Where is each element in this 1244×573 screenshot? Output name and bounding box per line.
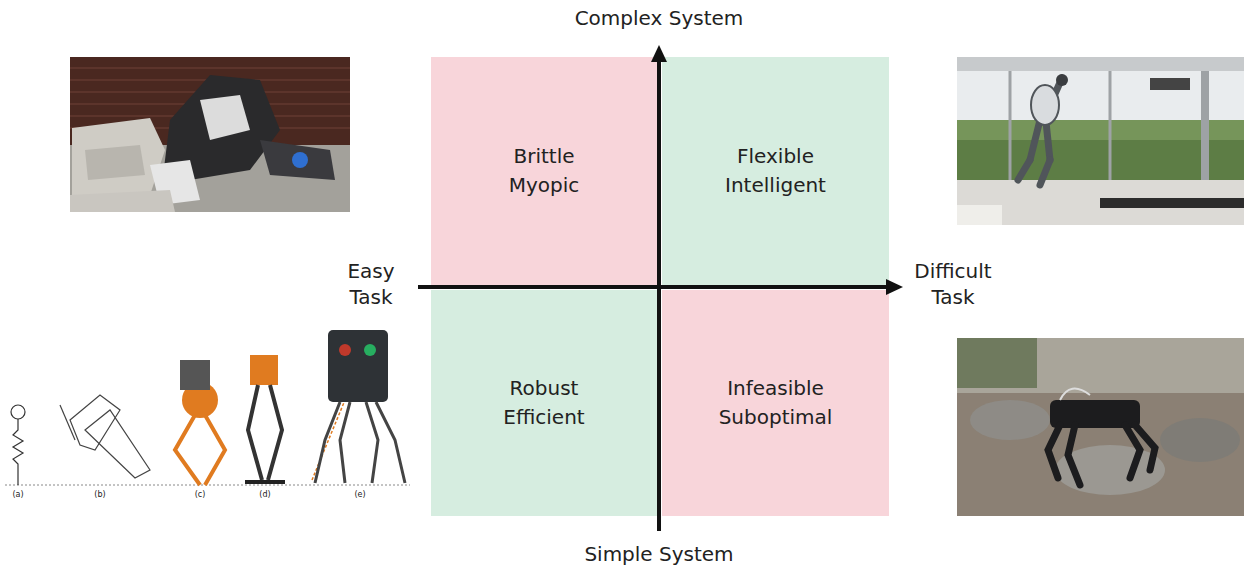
quadrant-label: Robust Efficient [503, 374, 584, 432]
quadrant-label: Flexible Intelligent [725, 142, 826, 200]
vertical-axis [657, 60, 661, 531]
figure-tag: (d) [259, 490, 270, 500]
quadrant-fill [662, 290, 889, 516]
figure-tag: (e) [354, 490, 365, 500]
quadrant-fill [662, 57, 889, 285]
quadrant-box: Brittle Myopic [431, 57, 657, 285]
axis-label: Simple System [584, 541, 733, 567]
axis-label: Complex System [575, 5, 744, 31]
jumping-humanoid-photo [957, 57, 1244, 225]
figure-tag: (c) [195, 490, 206, 500]
axis-label: Easy Task [347, 258, 394, 310]
quadrant-label: Brittle Myopic [509, 142, 580, 200]
quadrant-fill [431, 57, 657, 285]
axis-arrowhead [651, 45, 667, 62]
figure-tag: (b) [94, 490, 105, 500]
quadrant-label: Infeasible Suboptimal [719, 374, 833, 432]
leg-model-sketches [5, 330, 410, 485]
quadrant-box: Flexible Intelligent [662, 57, 889, 285]
quadrant-box: Infeasible Suboptimal [662, 290, 889, 516]
horizontal-axis [418, 285, 888, 289]
axis-arrowhead [886, 279, 903, 295]
figure-tag: (a) [12, 490, 23, 500]
fallen-robot-photo [70, 57, 350, 212]
quadruped-photo [957, 338, 1244, 516]
quadrant-box: Robust Efficient [431, 290, 657, 516]
axis-label: Difficult Task [914, 258, 991, 310]
quadrant-fill [431, 290, 657, 516]
